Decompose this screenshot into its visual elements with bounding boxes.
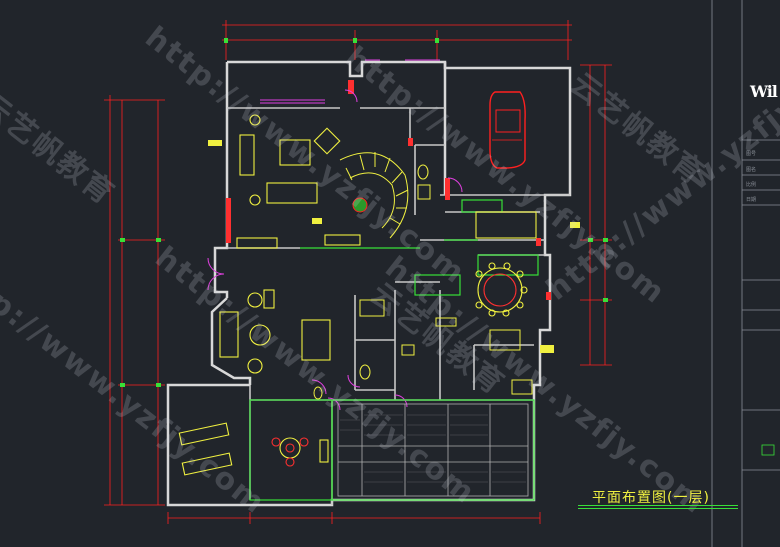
top-dimension-ticks	[224, 38, 439, 43]
title-block	[711, 0, 780, 547]
right-dimension-ticks	[588, 238, 608, 302]
titleblock-label-4: 日期	[746, 197, 757, 203]
top-dimensions	[222, 20, 572, 60]
terrace-loungers	[170, 384, 250, 476]
dining-furniture	[219, 211, 537, 374]
study-furniture	[271, 437, 329, 467]
structural-columns	[226, 80, 551, 300]
right-dimensions	[580, 64, 612, 366]
bottom-dimensions	[167, 512, 541, 524]
green-accents	[249, 199, 539, 501]
titleblock-label-1: 图号	[746, 151, 757, 157]
glass-room-hatch	[340, 414, 526, 483]
titleblock-label-3: 比例	[746, 182, 757, 188]
staircase	[339, 152, 409, 239]
exterior-walls	[166, 60, 572, 507]
left-dimension-ticks	[120, 238, 161, 387]
bathroom-fixtures	[313, 164, 533, 400]
living-room-furniture	[236, 114, 361, 249]
titleblock-label-2: 图名	[746, 167, 757, 173]
glass-room-grid	[337, 403, 529, 497]
doors-windows	[207, 59, 463, 411]
marker-flags	[208, 140, 580, 353]
garage	[489, 91, 526, 169]
title-underline-2	[578, 508, 738, 509]
drawing-title: 平面布置图(一层)	[592, 490, 710, 506]
company-logo: Wil	[750, 82, 778, 101]
left-dimensions	[104, 95, 165, 506]
title-underline	[578, 505, 738, 506]
